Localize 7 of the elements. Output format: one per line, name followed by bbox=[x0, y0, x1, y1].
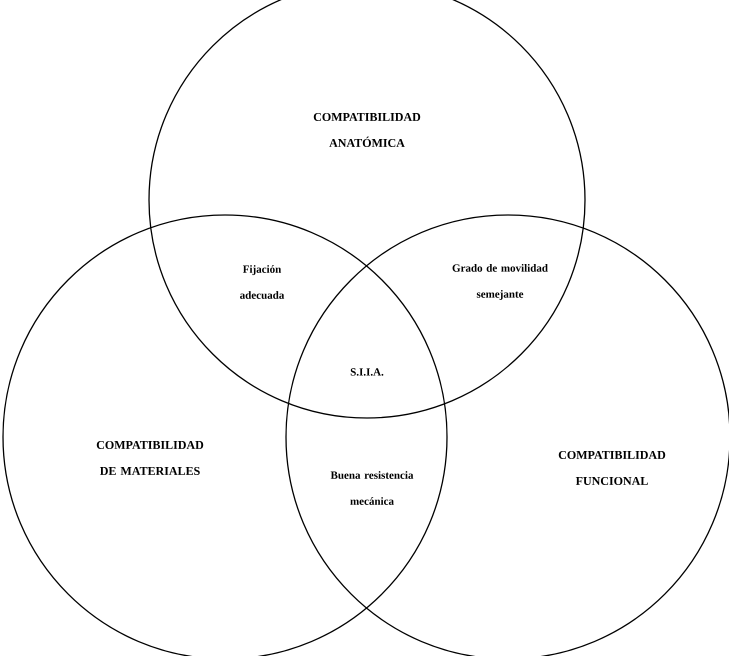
region-label: Fijación adecuada bbox=[240, 265, 284, 299]
node-label: COMPATIBILIDAD DE MATERIALES bbox=[96, 440, 204, 476]
node-label: COMPATIBILIDAD ANATÓMICA bbox=[314, 112, 420, 148]
node-label: COMPATIBILIDAD FUNCIONAL bbox=[558, 450, 666, 486]
region-label: S.I.I.A. bbox=[350, 368, 384, 376]
region-label: Buena resistencia mecánica bbox=[330, 471, 414, 505]
region-label: Grado de movilidad semejante bbox=[452, 264, 548, 300]
